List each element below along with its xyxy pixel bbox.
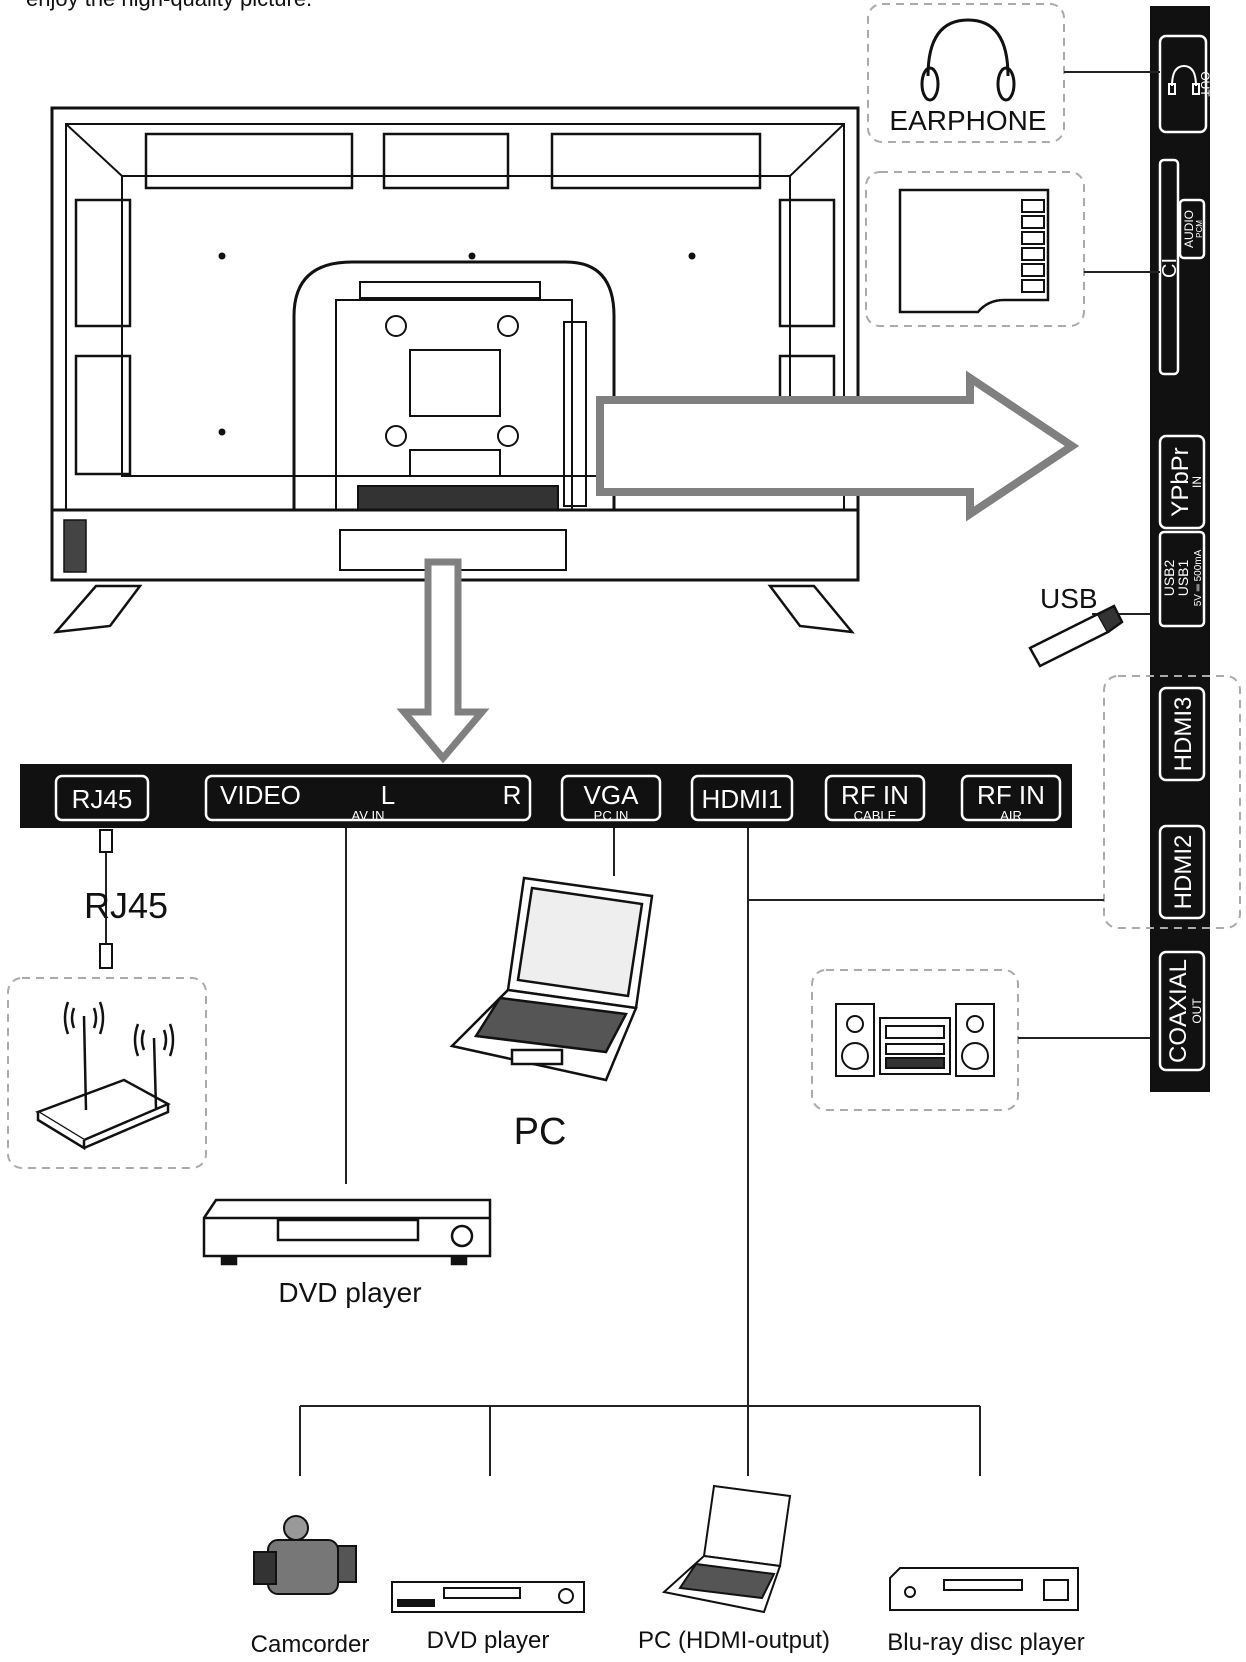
port-usb2-label: USB2 [1161,560,1177,597]
arrow-right-icon [596,370,1080,522]
port-left-label: L [381,780,395,810]
laptop-pc-icon [449,876,654,1082]
usb-label: USB [1040,583,1098,614]
side-connector-panel: OUT CI AUDIO PCM YPbPr IN USB2 USB1 5V ═… [1150,6,1212,1092]
port-hdmi1-label: HDMI1 [702,784,783,814]
port-audio-label: AUDIO [1182,210,1196,248]
camcorder-label: Camcorder [251,1631,370,1658]
port-right-label: R [503,780,522,810]
port-ypbpr-in-label: IN [1190,476,1204,488]
port-coaxial-out-label: OUT [1190,998,1204,1024]
stereo-system-icon [835,1003,995,1077]
usb-stick-icon [1028,604,1124,668]
port-av-in-label: AV IN [352,808,385,823]
bluray-label: Blu-ray disc player [887,1629,1084,1656]
port-ci-label: CI [1159,258,1181,278]
port-ypbpr-label: YPbPr [1167,447,1194,516]
port-video-label: VIDEO [220,780,301,810]
bluray-player-icon [889,1567,1079,1611]
pc-label: PC [514,1111,567,1153]
tv-back-illustration [50,106,860,634]
headphones-icon [920,18,1016,102]
port-rj45-label: RJ45 [72,784,133,814]
router-icon [35,1001,175,1151]
bottom-connector-panel: RJ45 VIDEO L R AV IN VGA PC IN HDMI1 RF … [20,764,1072,828]
dvd-player-2-icon [391,1581,585,1613]
port-cable-label: CABLE [854,808,897,823]
rj45-plug-icon [99,829,113,969]
memory-card-icon [898,188,1050,314]
port-air-label: AIR [1000,808,1022,823]
dvd-player-2-label: DVD player [427,1627,550,1654]
port-pcm-label: PCM [1195,220,1204,238]
port-hdmi2-label: HDMI2 [1170,835,1197,910]
dvd-player-label: DVD player [278,1277,421,1308]
dvd-player-icon [202,1198,492,1266]
connection-lines [105,71,1160,1476]
intro-text: enjoy the high-quality picture. [26,0,312,11]
port-out-earphone-label: OUT [1198,71,1212,97]
port-vga-label: VGA [584,780,640,810]
laptop-hdmi-icon [661,1484,792,1614]
earphone-jack-icon [1168,64,1200,95]
port-coaxial-label: COAXIAL [1165,959,1192,1063]
port-usb-power-label: 5V ═ 500mA [1193,549,1204,606]
earphone-label: EARPHONE [889,105,1046,136]
port-usb1-label: USB1 [1175,560,1191,597]
port-hdmi3-label: HDMI3 [1170,697,1197,772]
arrow-down-icon [396,558,490,764]
camcorder-icon [253,1515,357,1595]
pc-hdmi-label: PC (HDMI-output) [638,1627,830,1654]
port-pc-in-label: PC IN [594,808,629,823]
rj45-cable-label: RJ45 [84,885,168,926]
port-rf-in-air-label: RF IN [977,780,1045,810]
port-rf-in-cable-label: RF IN [841,780,909,810]
